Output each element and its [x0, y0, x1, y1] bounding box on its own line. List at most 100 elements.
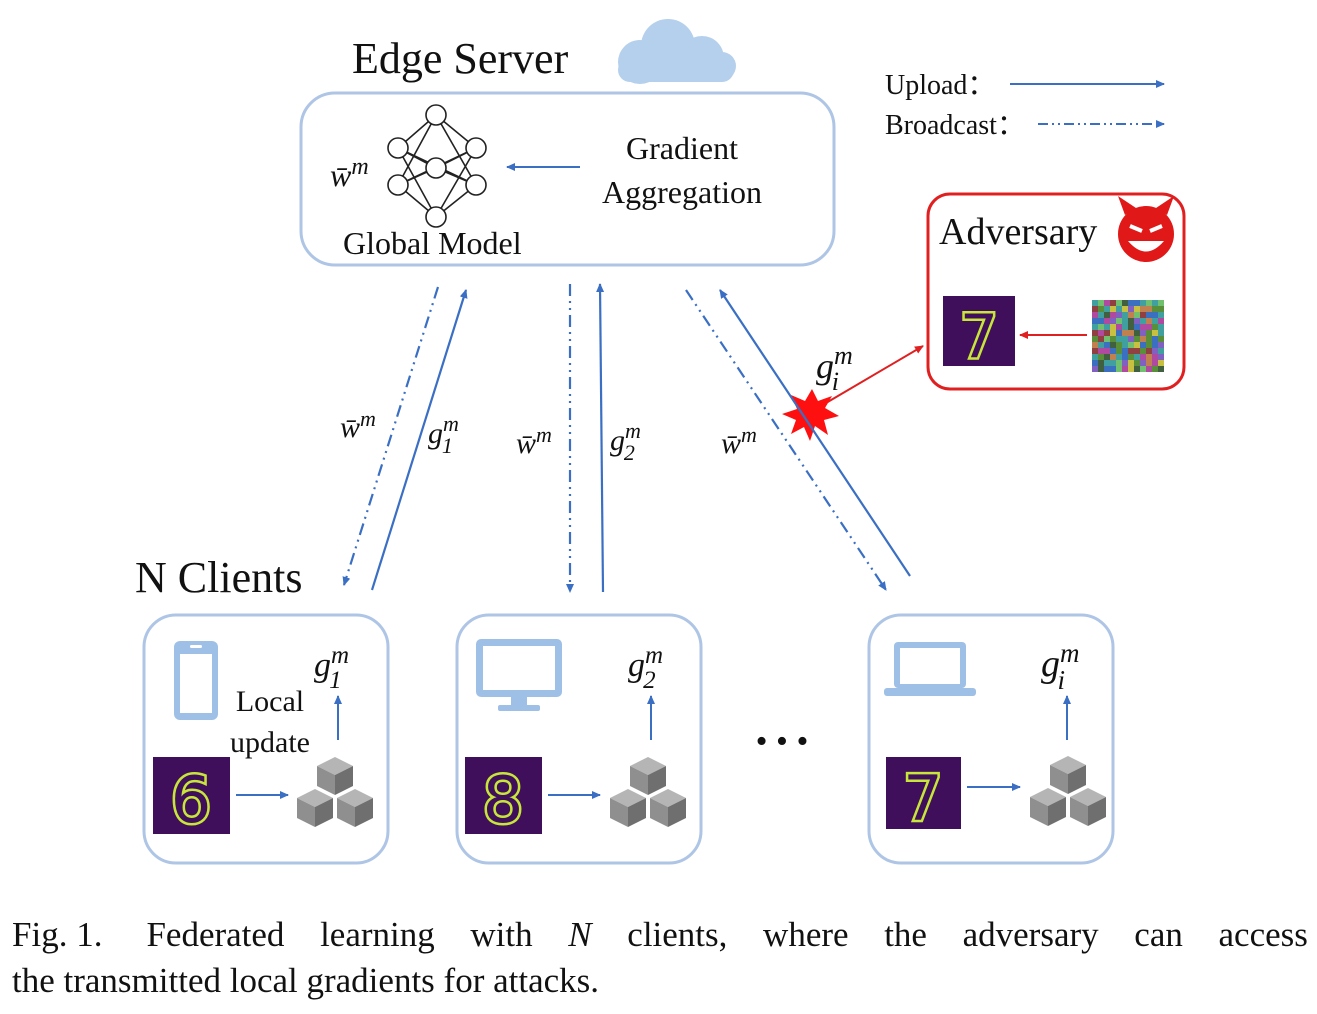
noise-pixel [1122, 336, 1128, 342]
noise-pixel [1116, 306, 1122, 312]
noise-pixel [1104, 348, 1110, 354]
noise-pixel [1098, 300, 1104, 306]
federated-learning-diagram: Edge Server w̄m Global Model Gradient Ag… [135, 19, 1186, 865]
neural-network-icon [387, 104, 487, 228]
noise-pixel [1140, 318, 1146, 324]
noise-pixel [1158, 342, 1164, 348]
noise-pixel [1104, 318, 1110, 324]
legend-broadcast-label: Broadcast： [885, 110, 1025, 141]
noise-pixel [1092, 324, 1098, 330]
noise-pixel [1110, 318, 1116, 324]
noise-pixel [1140, 354, 1146, 360]
noise-image [1092, 300, 1164, 372]
noise-pixel [1152, 318, 1158, 324]
broadcast-label-2: w̄m [516, 422, 552, 460]
broadcast-label-1: w̄m [340, 406, 376, 444]
noise-pixel [1104, 354, 1110, 360]
noise-pixel [1152, 360, 1158, 366]
caption-label: Fig. 1. [12, 915, 103, 954]
noise-pixel [1122, 312, 1128, 318]
noise-pixel [1140, 360, 1146, 366]
noise-pixel [1092, 366, 1098, 372]
noise-pixel [1092, 354, 1098, 360]
noise-pixel [1122, 324, 1128, 330]
noise-pixel [1134, 300, 1140, 306]
svg-text:7: 7 [903, 762, 942, 835]
broadcast-label-i: w̄m [721, 422, 757, 460]
global-model-label: Global Model [343, 225, 522, 261]
noise-pixel [1146, 336, 1152, 342]
noise-pixel [1152, 366, 1158, 372]
noise-pixel [1140, 330, 1146, 336]
noise-pixel [1158, 312, 1164, 318]
noise-pixel [1128, 348, 1134, 354]
noise-pixel [1158, 324, 1164, 330]
caption-line-1: Fig. 1.Federated learning with N clients… [12, 912, 1308, 958]
caption-word: clients, [627, 915, 728, 954]
noise-pixel [1092, 306, 1098, 312]
caption-word: Federated [146, 915, 285, 954]
laptop-icon [884, 642, 976, 696]
noise-pixel [1104, 306, 1110, 312]
noise-pixel [1152, 342, 1158, 348]
noise-pixel [1098, 348, 1104, 354]
noise-pixel [1122, 354, 1128, 360]
noise-pixel [1116, 330, 1122, 336]
noise-pixel [1134, 366, 1140, 372]
upload-link-client-i [719, 289, 911, 577]
noise-pixel [1092, 342, 1098, 348]
figure-caption: Fig. 1.Federated learning with N clients… [12, 912, 1308, 1004]
noise-pixel [1098, 318, 1104, 324]
noise-pixel [1110, 360, 1116, 366]
caption-word: the [884, 915, 927, 954]
noise-pixel [1116, 312, 1122, 318]
noise-pixel [1116, 324, 1122, 330]
noise-pixel [1158, 318, 1164, 324]
noise-pixel [1134, 306, 1140, 312]
noise-pixel [1140, 348, 1146, 354]
noise-pixel [1110, 354, 1116, 360]
noise-pixel [1146, 318, 1152, 324]
noise-pixel [1098, 366, 1104, 372]
aggregation-label-line2: Aggregation [602, 174, 762, 210]
noise-pixel [1098, 342, 1104, 348]
caption-word: learning [320, 915, 435, 954]
noise-pixel [1134, 312, 1140, 318]
caption-word: where [763, 915, 849, 954]
noise-pixel [1116, 300, 1122, 306]
svg-text:6: 6 [171, 764, 212, 838]
edge-server-title: Edge Server [352, 34, 569, 83]
noise-pixel [1134, 348, 1140, 354]
caption-word: with [470, 915, 533, 954]
caption-word: adversary [962, 915, 1099, 954]
noise-pixel [1140, 306, 1146, 312]
noise-pixel [1104, 336, 1110, 342]
noise-pixel [1152, 312, 1158, 318]
noise-pixel [1146, 354, 1152, 360]
svg-text:7: 7 [960, 302, 998, 372]
noise-pixel [1116, 318, 1122, 324]
noise-pixel [1140, 300, 1146, 306]
noise-pixel [1092, 336, 1098, 342]
noise-pixel [1128, 336, 1134, 342]
local-update-label-line1: Local [236, 685, 304, 718]
noise-pixel [1098, 306, 1104, 312]
noise-pixel [1122, 318, 1128, 324]
noise-pixel [1116, 336, 1122, 342]
noise-pixel [1128, 306, 1134, 312]
noise-pixel [1122, 348, 1128, 354]
noise-pixel [1104, 324, 1110, 330]
noise-pixel [1098, 324, 1104, 330]
noise-pixel [1122, 366, 1128, 372]
aggregation-label-line1: Gradient [626, 130, 738, 166]
noise-pixel [1152, 300, 1158, 306]
noise-pixel [1128, 300, 1134, 306]
intercept-burst-icon [782, 389, 839, 441]
client-2-digit-image: 8 [465, 757, 542, 841]
noise-pixel [1140, 366, 1146, 372]
caption-word: access [1218, 915, 1308, 954]
